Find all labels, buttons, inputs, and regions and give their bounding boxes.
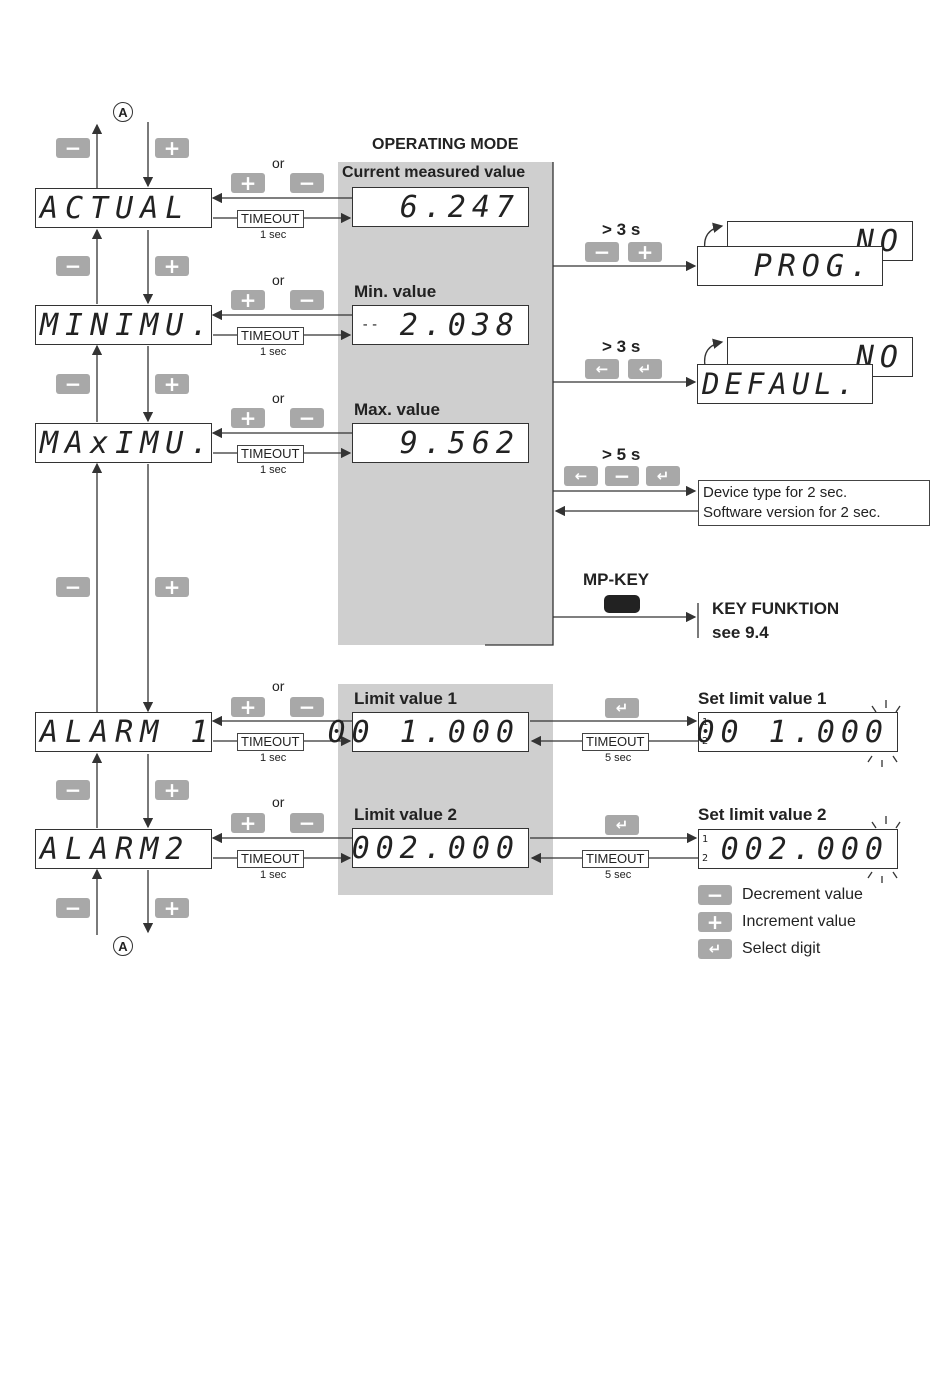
minus-button[interactable]: − [56, 898, 90, 918]
menu-alarm2-display: ALARM2 [35, 829, 212, 869]
plus-button[interactable]: + [155, 138, 189, 158]
set-limit1-display: 1 2 00 1.000 [696, 712, 898, 752]
set-limit2-label: Set limit value 2 [698, 805, 827, 824]
or-label: or [272, 272, 285, 288]
prog-front-display: PROG. [697, 246, 883, 286]
legend-enter-icon: ↵ [698, 939, 732, 959]
timeout-duration: 1 sec [260, 229, 287, 241]
timeout-label: TIMEOUT [237, 210, 304, 228]
plus-button[interactable]: + [155, 898, 189, 918]
set-limit2-display: 1 2 002.000 [698, 829, 898, 869]
plus-button[interactable]: + [231, 173, 265, 193]
enter-button[interactable]: ↵ [605, 815, 639, 835]
legend-increment: Increment value [742, 913, 856, 930]
minus-button[interactable]: − [56, 138, 90, 158]
enter-button[interactable]: ↵ [628, 359, 662, 379]
legend-decrement: Decrement value [742, 886, 863, 903]
min-value-display: -- 2.038 [352, 305, 529, 345]
plus-button[interactable]: + [231, 697, 265, 717]
minus-button[interactable]: − [56, 577, 90, 597]
min-prefix: -- [361, 317, 380, 333]
minus-button[interactable]: − [605, 466, 639, 486]
version-info-box: Device type for 2 sec. Software version … [698, 480, 930, 526]
timeout-duration: 1 sec [260, 752, 287, 764]
operating-mode-panel [338, 162, 553, 645]
connector-a-top: A [113, 102, 133, 122]
relay2-indicator: 2 [702, 736, 709, 747]
enter-button[interactable]: ↵ [605, 698, 639, 718]
timeout-duration: 5 sec [605, 869, 632, 881]
current-value-label: Current measured value [342, 164, 526, 181]
minus-button[interactable]: − [290, 173, 324, 193]
plus-button[interactable]: + [231, 813, 265, 833]
menu-maximu-display: MAxIMU. [35, 423, 212, 463]
legend-select: Select digit [742, 940, 821, 957]
timeout-duration: 1 sec [260, 869, 287, 881]
version-hold-time: > 5 s [602, 445, 641, 464]
left-arrow-button[interactable]: ← [564, 466, 598, 486]
connector-a-bottom: A [113, 936, 133, 956]
set-limit2-digits: 002.000 [720, 831, 889, 867]
device-type-text: Device type for 2 sec. [703, 484, 848, 501]
plus-button[interactable]: + [155, 780, 189, 800]
default-hold-time: > 3 s [602, 337, 641, 356]
limit1-label: Limit value 1 [354, 689, 457, 708]
limit1-display: 00 1.000 [328, 712, 529, 752]
plus-button[interactable]: + [628, 242, 662, 262]
timeout-duration: 1 sec [260, 464, 287, 476]
min-value-digits: 2.038 [399, 307, 520, 343]
software-version-text: Software version for 2 sec. [703, 504, 881, 521]
legend-plus-icon: + [698, 912, 732, 932]
minus-button[interactable]: − [56, 780, 90, 800]
mp-key-button[interactable] [604, 595, 640, 613]
or-label: or [272, 678, 285, 694]
relay1-indicator: 1 [702, 834, 709, 845]
legend-minus-icon: − [698, 885, 732, 905]
max-value-label: Max. value [354, 400, 440, 419]
relay2-indicator: 2 [702, 853, 709, 864]
timeout-label: TIMEOUT [237, 850, 304, 868]
menu-actual-display: ACTUAL [35, 188, 212, 228]
limit2-display: 002.000 [352, 828, 529, 868]
plus-button[interactable]: + [155, 374, 189, 394]
plus-button[interactable]: + [231, 290, 265, 310]
or-label: or [272, 794, 285, 810]
minus-button[interactable]: − [56, 256, 90, 276]
plus-button[interactable]: + [155, 577, 189, 597]
limit2-label: Limit value 2 [354, 805, 457, 824]
key-funktion-see: see 9.4 [712, 623, 769, 642]
minus-button[interactable]: − [290, 408, 324, 428]
left-arrow-button[interactable]: ← [585, 359, 619, 379]
menu-minimu-display: MINIMU. [35, 305, 212, 345]
operating-mode-title: OPERATING MODE [372, 136, 519, 153]
timeout-duration: 1 sec [260, 346, 287, 358]
prog-hold-time: > 3 s [602, 220, 641, 239]
timeout-label: TIMEOUT [237, 327, 304, 345]
plus-button[interactable]: + [155, 256, 189, 276]
timeout-label: TIMEOUT [237, 445, 304, 463]
minus-button[interactable]: − [290, 813, 324, 833]
max-value-display: 9.562 [352, 423, 529, 463]
min-value-label: Min. value [354, 282, 437, 301]
or-label: or [272, 155, 285, 171]
set-limit1-label: Set limit value 1 [698, 689, 827, 708]
minus-button[interactable]: − [290, 290, 324, 310]
key-funktion-label: KEY FUNKTION [712, 599, 840, 618]
menu-alarm1-display: ALARM 1 [35, 712, 212, 752]
enter-button[interactable]: ↵ [646, 466, 680, 486]
plus-button[interactable]: + [231, 408, 265, 428]
default-front-display: DEFAUL. [697, 364, 873, 404]
relay1-indicator: 1 [702, 717, 709, 728]
current-value-display: 6.247 [352, 187, 529, 227]
set-limit1-digits: 00 1.000 [696, 714, 889, 750]
or-label: or [272, 390, 285, 406]
timeout-label: TIMEOUT [237, 733, 304, 751]
minus-button[interactable]: − [290, 697, 324, 717]
timeout-label: TIMEOUT [582, 733, 649, 751]
minus-button[interactable]: − [56, 374, 90, 394]
timeout-label: TIMEOUT [582, 850, 649, 868]
minus-button[interactable]: − [585, 242, 619, 262]
timeout-duration: 5 sec [605, 752, 632, 764]
mp-key-label: MP-KEY [583, 570, 650, 589]
